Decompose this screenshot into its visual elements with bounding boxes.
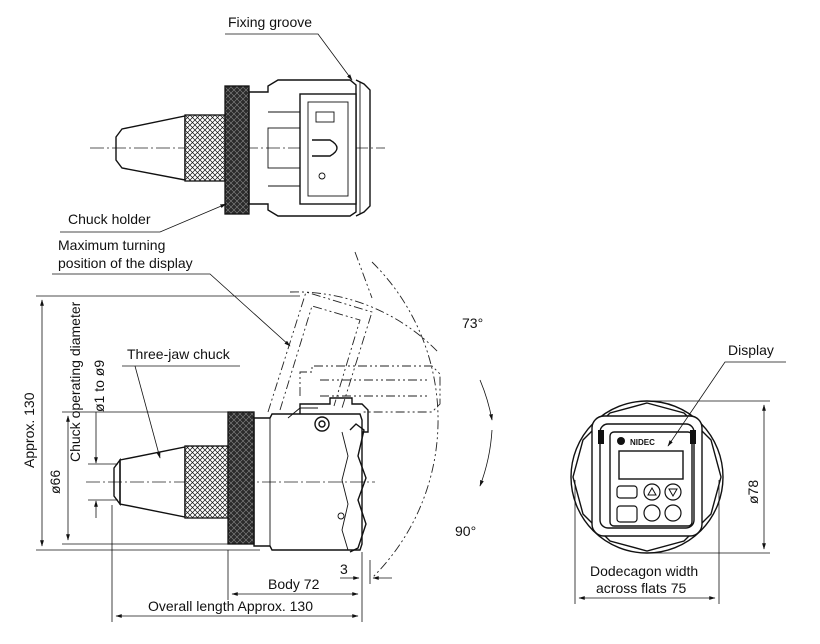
three-jaw-chuck-label: Three-jaw chuck — [127, 346, 231, 362]
fixing-groove-label: Fixing groove — [228, 14, 312, 30]
max-turning-display-outline — [267, 291, 373, 413]
front-dodecagon — [572, 402, 722, 552]
front-button-up — [643, 483, 661, 501]
side-chuck-holder-ring — [227, 411, 255, 545]
display-callout: Display — [667, 342, 786, 447]
chuck-holder-callout: Chuck holder — [60, 203, 227, 233]
chuck-operating-diameter-label: Chuck operating diameter — [67, 301, 83, 462]
dia-66-dimension: ø66 — [47, 411, 228, 545]
chuck-diameter-dimension: Chuck operating diameter ø1 to ø9 — [67, 301, 118, 518]
front-view: NIDEC — [570, 400, 724, 554]
offset-3-label: 3 — [340, 561, 348, 577]
angle-annotations: 73° 90° — [455, 315, 493, 539]
front-button-1 — [616, 485, 638, 499]
side-fixing-groove — [349, 423, 367, 553]
top-chuck-holder-ring — [224, 85, 250, 215]
top-body — [248, 79, 357, 217]
overall-length-label: Overall length Approx. 130 — [148, 598, 313, 614]
folded-display-outline — [299, 365, 441, 413]
side-chuck-sleeve — [184, 445, 229, 519]
three-jaw-chuck-callout: Three-jaw chuck — [122, 346, 240, 459]
top-view — [90, 79, 385, 217]
front-button-2 — [616, 505, 638, 523]
angle-73-label: 73° — [462, 315, 483, 331]
dodecagon-label-line2: across flats 75 — [596, 580, 686, 596]
front-outer-circle — [570, 400, 724, 554]
chuck-range-label: ø1 to ø9 — [91, 360, 107, 412]
front-lcd — [618, 450, 684, 480]
side-body — [253, 413, 363, 551]
top-fixing-groove — [355, 79, 371, 217]
dodecagon-label-line1: Dodecagon width — [590, 563, 698, 579]
dodecagon-dimension: Dodecagon width across flats 75 — [574, 480, 720, 604]
front-button-3 — [643, 504, 661, 522]
rotation-arc — [371, 261, 439, 579]
brand-mark: NIDEC — [630, 438, 655, 447]
dia-66-label: ø66 — [47, 470, 63, 494]
approx-130-height-label: Approx. 130 — [21, 392, 37, 468]
body-72-label: Body 72 — [268, 576, 320, 592]
max-turning-callout: Maximum turning position of the display — [52, 237, 291, 347]
max-turning-label-line2: position of the display — [58, 255, 193, 271]
fixing-groove-callout: Fixing groove — [225, 14, 353, 81]
front-button-down — [664, 483, 682, 501]
dia-78-label: ø78 — [745, 480, 761, 504]
side-view — [86, 251, 441, 579]
side-display-mount — [299, 397, 369, 433]
length-dimensions: Body 72 3 Overall length Approx. 130 — [111, 505, 392, 622]
front-button-4 — [664, 504, 682, 522]
top-chuck-sleeve — [184, 114, 226, 182]
angle-90-label: 90° — [455, 523, 476, 539]
max-turning-label-line1: Maximum turning — [58, 237, 165, 253]
dia-78-dimension: ø78 — [650, 400, 770, 554]
display-label: Display — [728, 342, 774, 358]
height-dimension: Approx. 130 — [21, 295, 300, 551]
chuck-holder-label: Chuck holder — [68, 211, 151, 227]
